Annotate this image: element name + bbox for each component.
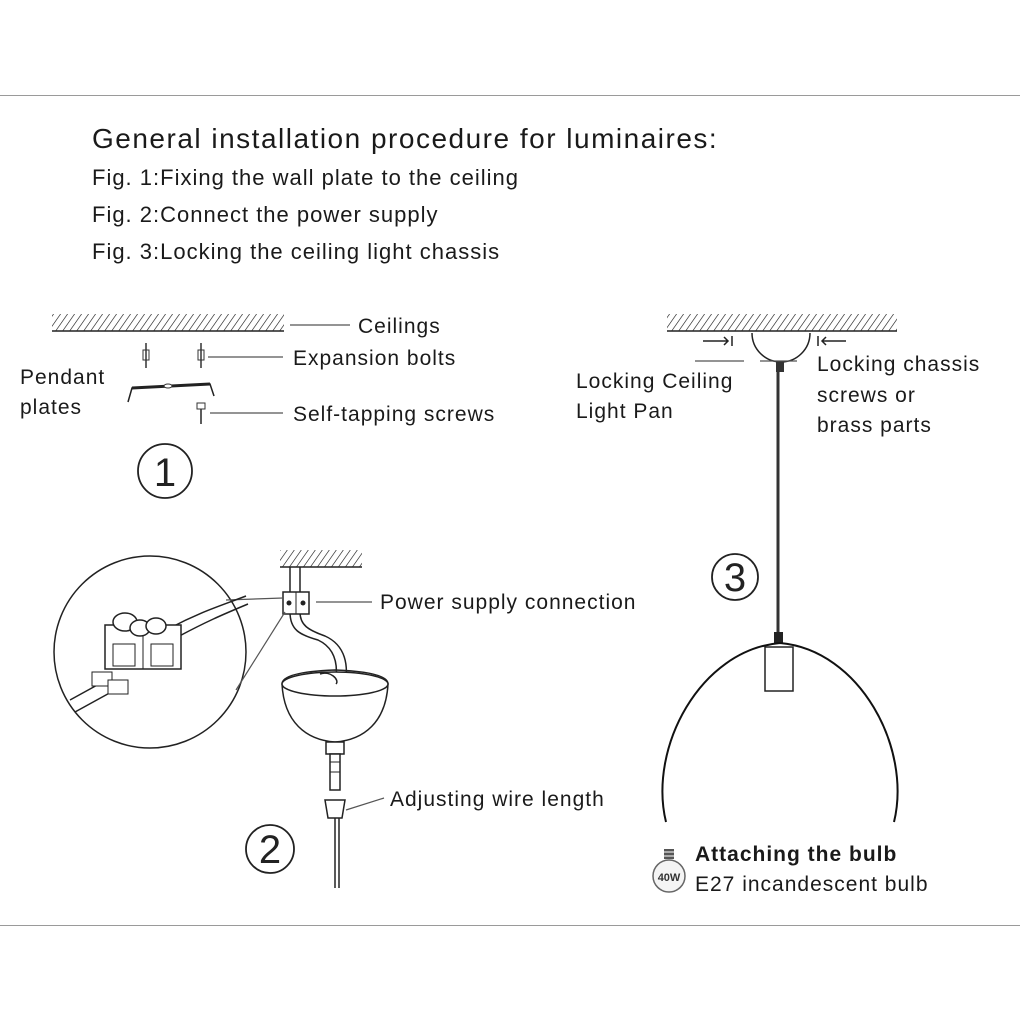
expansion-bolt-right xyxy=(197,343,205,368)
label-expansion-bolts: Expansion bolts xyxy=(293,347,457,370)
page-title: General installation procedure for lumin… xyxy=(92,123,719,154)
fig2-number: 2 xyxy=(259,828,281,872)
expansion-bolt-left xyxy=(142,343,150,368)
fig1-number-circle xyxy=(137,443,193,499)
fig3-number: 3 xyxy=(724,556,746,600)
bulb-wattage: 40W xyxy=(658,872,681,884)
fig2-canopy xyxy=(281,669,389,743)
label-pendant-plates-line1: Pendant xyxy=(20,366,106,389)
bulb-icon: 40W xyxy=(652,849,686,893)
bottom-divider xyxy=(0,925,1020,926)
fig3-ceiling xyxy=(667,314,897,331)
label-locking-chassis-line3: brass parts xyxy=(817,414,932,437)
step-3-text: Fig. 3:Locking the ceiling light chassis xyxy=(92,239,501,264)
fig3-chassis-screw-left xyxy=(703,336,733,346)
label-self-tapping-screws: Self-tapping screws xyxy=(293,403,496,426)
fig3-socket xyxy=(764,646,794,692)
fig3-number-circle xyxy=(711,553,759,601)
fig2-drawing: 2 xyxy=(53,550,389,888)
fig3-lampshade xyxy=(661,641,899,823)
label-locking-ceiling-line2: Light Pan xyxy=(576,400,674,423)
label-locking-chassis-line1: Locking chassis xyxy=(817,353,981,376)
fig2-ceiling xyxy=(280,550,362,567)
fig3-chassis-screw-right xyxy=(817,336,846,346)
label-attaching-bulb: Attaching the bulb xyxy=(695,843,898,866)
step-2-text: Fig. 2:Connect the power supply xyxy=(92,202,439,227)
fig1-ceiling xyxy=(52,314,284,331)
fig3-drawing: 3 40W xyxy=(652,314,899,893)
self-tapping-screw xyxy=(196,402,206,424)
step-1-text: Fig. 1:Fixing the wall plate to the ceil… xyxy=(92,165,519,190)
fig3-ceiling-pan xyxy=(751,332,811,363)
fig1-drawing: 1 xyxy=(52,314,350,499)
fig2-wire-adjuster xyxy=(324,799,346,819)
label-locking-chassis-line2: screws or xyxy=(817,384,916,407)
label-power-supply-connection: Power supply connection xyxy=(380,591,637,614)
top-divider xyxy=(0,95,1020,96)
label-pendant-plates-line2: plates xyxy=(20,396,83,419)
label-adjusting-wire-length: Adjusting wire length xyxy=(390,788,605,811)
label-locking-ceiling-line1: Locking Ceiling xyxy=(576,370,734,393)
label-bulb-type: E27 incandescent bulb xyxy=(695,873,929,896)
fig2-detail-connector xyxy=(69,595,249,713)
label-ceilings: Ceilings xyxy=(358,315,441,338)
pendant-plate xyxy=(127,382,215,403)
fig2-number-circle xyxy=(245,824,295,874)
fig1-number: 1 xyxy=(154,451,176,495)
